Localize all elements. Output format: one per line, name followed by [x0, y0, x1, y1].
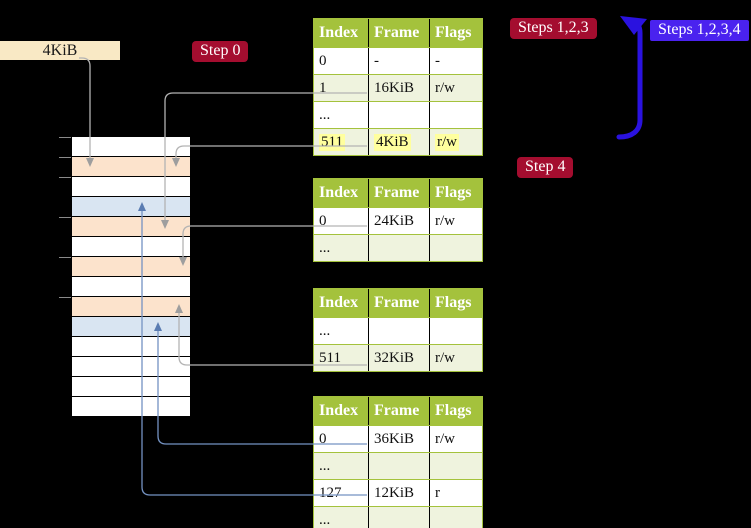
flags-cell: r/w [429, 345, 482, 371]
memory-cell [72, 317, 190, 337]
memory-cell [72, 237, 190, 257]
column-header: Index [319, 294, 359, 311]
recursion-loop-arrowhead [620, 16, 647, 35]
table-row: ... [314, 101, 482, 128]
memory-tick [59, 297, 71, 298]
index-cell: 0 [319, 212, 327, 229]
memory-tick [59, 137, 71, 138]
index-cell: 1 [319, 79, 327, 96]
memory-cell [72, 397, 190, 416]
column-header: Flags [429, 19, 482, 47]
memory-cell [72, 357, 190, 377]
frame-cell: 32KiB [368, 345, 429, 371]
flags-cell: - [429, 48, 482, 74]
frame-size-box: 4KiB [0, 41, 120, 60]
frame-cell: - [368, 48, 429, 74]
frame-cell: 24KiB [368, 208, 429, 234]
table-row: 511 4KiB r/w [314, 128, 482, 155]
flags-cell: r [429, 480, 482, 506]
column-header: Flags [429, 179, 482, 207]
frame-cell: 16KiB [368, 75, 429, 101]
frame-cell: 12KiB [368, 480, 429, 506]
memory-cell [72, 257, 190, 277]
column-header: Frame [368, 19, 429, 47]
memory-cell [72, 277, 190, 297]
index-cell: 0 [319, 430, 327, 447]
step0-label: Step 0 [192, 41, 249, 62]
memory-cell [72, 197, 190, 217]
highlighted-value: r/w [435, 133, 459, 151]
table-row: ... [314, 234, 482, 261]
memory-tick [59, 217, 71, 218]
index-cell: ... [319, 457, 331, 474]
memory-cell [72, 377, 190, 397]
memory-cell [72, 157, 190, 177]
table-row: 0 -- [314, 47, 482, 74]
memory-column [71, 136, 191, 417]
recursion-loop-arrow [616, 17, 643, 140]
table-row: ... [314, 317, 482, 344]
frame-cell [368, 453, 429, 479]
frame-cell [368, 318, 429, 344]
frame-cell [368, 235, 429, 261]
flags-cell: r/w [429, 208, 482, 234]
frame-cell [368, 102, 429, 128]
index-cell: ... [319, 106, 331, 123]
memory-cell [72, 297, 190, 317]
highlighted-value: 511 [319, 133, 345, 151]
column-header: Flags [429, 289, 482, 317]
index-cell: ... [319, 322, 331, 339]
memory-cell [72, 337, 190, 357]
memory-cell [72, 137, 190, 157]
index-cell: 0 [319, 52, 327, 69]
column-header: Frame [368, 179, 429, 207]
index-cell: ... [319, 511, 331, 528]
flags-cell [429, 507, 482, 528]
frame-cell [368, 507, 429, 528]
index-cell: ... [319, 239, 331, 256]
column-header: Flags [429, 397, 482, 425]
memory-cell [72, 177, 190, 197]
steps1234-label: Steps 1,2,3,4 [650, 20, 749, 41]
column-header: Frame [368, 397, 429, 425]
frame-cell: 36KiB [368, 426, 429, 452]
memory-tick [59, 177, 71, 178]
index-cell: 127 [319, 484, 342, 501]
table-row: ... [314, 452, 482, 479]
flags-cell: r/w [429, 129, 482, 155]
flags-cell [429, 235, 482, 261]
step4-label: Step 4 [517, 157, 574, 178]
column-header: Frame [368, 289, 429, 317]
memory-cell [72, 217, 190, 237]
flags-cell: r/w [429, 426, 482, 452]
flags-cell [429, 453, 482, 479]
flags-cell: r/w [429, 75, 482, 101]
column-header: Index [319, 402, 359, 419]
highlighted-value: 4KiB [374, 133, 411, 151]
steps123-label: Steps 1,2,3 [510, 18, 597, 39]
index-cell: 511 [314, 129, 368, 155]
index-cell: 511 [319, 349, 341, 366]
memory-tick [59, 257, 71, 258]
table-row: ... [314, 506, 482, 528]
column-header: Index [319, 184, 359, 201]
flags-cell [429, 318, 482, 344]
flags-cell [429, 102, 482, 128]
memory-tick [59, 157, 71, 158]
column-header: Index [319, 24, 359, 41]
frame-cell: 4KiB [368, 129, 429, 155]
